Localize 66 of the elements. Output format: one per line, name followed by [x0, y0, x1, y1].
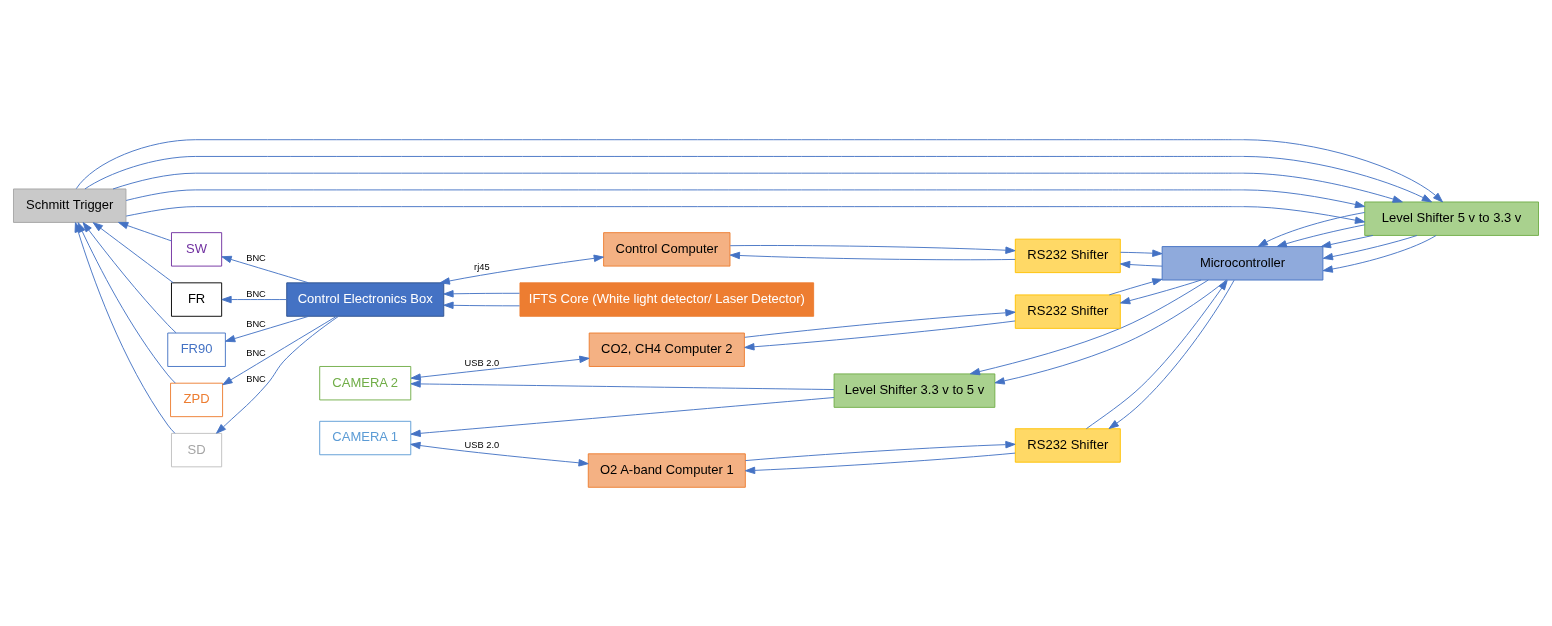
arrow	[1322, 234, 1418, 260]
arrow	[1257, 211, 1366, 247]
edge-label: BNC	[246, 318, 266, 329]
arrow	[112, 172, 1403, 203]
node-box: FR	[171, 281, 223, 317]
edge-label: BNC	[246, 252, 266, 263]
edge-label: rj45	[474, 261, 490, 272]
node-box: RS232 Shifter	[1014, 293, 1121, 329]
node-box: Level Shifter 3.3 v to 5 v	[833, 372, 996, 408]
arrow	[1120, 260, 1163, 268]
arrow	[1322, 234, 1437, 273]
arrow	[410, 379, 835, 390]
arrow	[410, 355, 590, 381]
arrow	[75, 138, 1443, 202]
node-box: CO2, CH4 Computer 2	[588, 332, 745, 367]
node-box: CAMERA 1	[319, 420, 412, 455]
arrow	[125, 188, 1366, 208]
arrow	[225, 315, 309, 342]
arrow	[443, 289, 520, 298]
node-box: Level Shifter 5 v to 3.3 v	[1364, 201, 1539, 236]
node-box: ZPD	[170, 382, 224, 417]
node-box: RS232 Shifter	[1014, 238, 1121, 273]
arrow	[969, 279, 1209, 375]
node-box: Microcontroller	[1161, 245, 1324, 280]
arrow	[410, 441, 589, 467]
edge-label: BNC	[246, 288, 266, 299]
node-box: SD	[171, 432, 223, 467]
arrow	[1120, 279, 1202, 304]
edge-label: USB 2.0	[464, 357, 500, 368]
arrow	[745, 440, 1016, 461]
arrow	[92, 221, 174, 283]
node-box: O2 A-band Computer 1	[587, 452, 746, 488]
arrow	[222, 315, 337, 385]
arrow	[744, 308, 1016, 338]
arrow	[221, 295, 287, 303]
arrow	[729, 244, 1016, 254]
arrow	[1108, 277, 1163, 295]
arrow	[443, 301, 520, 309]
node-box: Control Computer	[603, 231, 731, 267]
edge-label: USB 2.0	[464, 439, 500, 450]
arrow	[84, 155, 1433, 202]
arrow	[1108, 279, 1235, 429]
arrow	[1320, 234, 1374, 248]
node-box: CAMERA 2	[319, 365, 412, 400]
arrow	[744, 320, 1016, 350]
edge-label: BNC	[246, 347, 266, 358]
arrow	[1120, 249, 1163, 257]
arrow	[125, 205, 1366, 224]
node-box: FR90	[167, 332, 226, 367]
arrow	[994, 279, 1227, 385]
edge-label: BNC	[246, 373, 266, 384]
arrow	[439, 254, 604, 285]
arrow	[745, 452, 1016, 474]
arrow	[410, 396, 835, 437]
arrow	[729, 251, 1016, 260]
arrow	[82, 221, 177, 333]
arrow	[216, 315, 339, 434]
node-box: RS232 Shifter	[1014, 427, 1121, 463]
arrow	[1276, 223, 1366, 247]
node-box: Schmitt Trigger	[13, 188, 127, 223]
node-box: Control Electronics Box	[286, 281, 445, 317]
arrow	[118, 221, 172, 241]
node-box: IFTS Core (White light detector/ Laser Detector)	[519, 281, 815, 317]
arrow	[221, 255, 309, 283]
arrow	[1085, 279, 1228, 429]
node-box: SW	[171, 231, 223, 267]
